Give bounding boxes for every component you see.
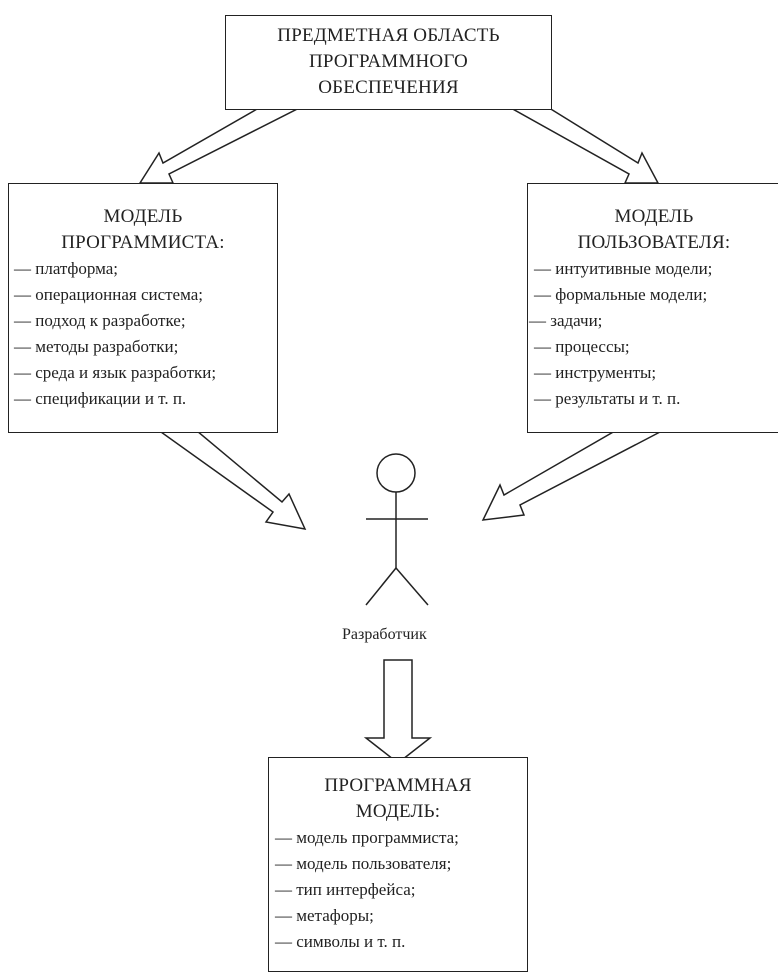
domain-title-line-3: ОБЕСПЕЧЕНИЯ xyxy=(318,77,459,98)
user-model-list: — интуитивные модели; — формальные модел… xyxy=(528,256,778,412)
developer-actor-icon xyxy=(365,453,429,606)
list-item: — процессы; xyxy=(534,337,630,356)
domain-box: ПРЕДМЕТНАЯ ОБЛАСТЬ ПРОГРАММНОГО ОБЕСПЕЧЕ… xyxy=(225,15,552,110)
program-model-list: — модель программиста; — модель пользова… xyxy=(269,825,527,955)
programmer-model-box: МОДЕЛЬ ПРОГРАММИСТА: — платформа; — опер… xyxy=(8,183,278,433)
list-item: — символы и т. п. xyxy=(275,932,406,951)
user-model-box: МОДЕЛЬ ПОЛЬЗОВАТЕЛЯ: — интуитивные модел… xyxy=(527,183,778,433)
program-model-title-line-1: ПРОГРАММНАЯ xyxy=(324,775,472,796)
domain-title-line-1: ПРЕДМЕТНАЯ ОБЛАСТЬ xyxy=(277,25,500,46)
developer-label: Разработчик xyxy=(342,626,427,643)
list-item: — модель пользователя; xyxy=(275,854,452,873)
list-item: — метафоры; xyxy=(275,906,374,925)
list-item: — среда и язык разработки; xyxy=(14,363,217,382)
program-model-box: ПРОГРАММНАЯ МОДЕЛЬ: — модель программист… xyxy=(268,757,528,972)
list-item: — формальные модели; xyxy=(534,285,708,304)
programmer-model-title-line-2: ПРОГРАММИСТА: xyxy=(61,232,225,253)
list-item: — интуитивные модели; xyxy=(534,259,713,278)
list-item: — инструменты; xyxy=(534,363,657,382)
arrow-user-model-to-developer xyxy=(481,410,662,521)
program-model-title-line-2: МОДЕЛЬ: xyxy=(355,801,441,822)
list-item: — методы разработки; xyxy=(14,337,179,356)
list-item: — операционная система; xyxy=(14,285,204,304)
list-item: — результаты и т. п. xyxy=(534,389,681,408)
arrow-developer-to-program-model xyxy=(363,659,433,764)
list-item: — модель программиста; xyxy=(275,828,459,847)
list-item: — тип интерфейса; xyxy=(275,880,416,899)
list-item: — задачи; xyxy=(529,311,603,330)
domain-title-line-2: ПРОГРАММНОГО xyxy=(309,51,468,72)
list-item: — спецификации и т. п. xyxy=(14,389,187,408)
list-item: — подход к разработке; xyxy=(14,311,186,330)
user-model-title-line-1: МОДЕЛЬ xyxy=(614,206,694,227)
user-model-title-line-2: ПОЛЬЗОВАТЕЛЯ: xyxy=(577,232,731,253)
programmer-model-list: — платформа; — операционная система; — п… xyxy=(9,256,277,412)
list-item: — платформа; xyxy=(14,259,119,278)
programmer-model-title-line-1: МОДЕЛЬ xyxy=(103,206,183,227)
